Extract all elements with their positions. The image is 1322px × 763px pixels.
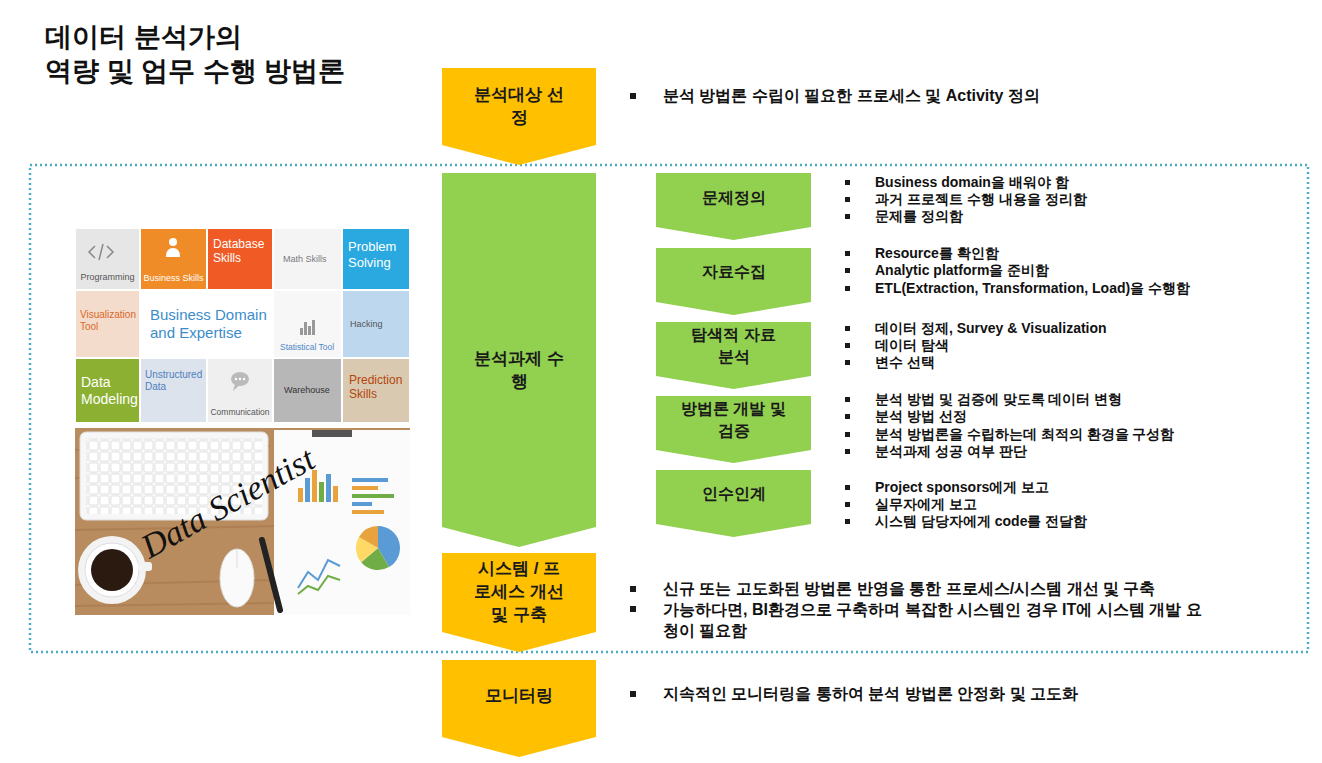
tile-label: Statistical Tool (280, 342, 334, 352)
step-label: 인수인계 (672, 483, 796, 505)
chevron-fill (656, 396, 811, 463)
tile-label: Prediction Skills (349, 373, 407, 402)
bullet-text: Business domain을 배워야 함 (875, 174, 1069, 191)
chevron-fill (656, 173, 811, 240)
chevron-fill (442, 173, 596, 547)
bullet-text: 데이터 탐색 (875, 337, 949, 354)
desk-photo (75, 428, 410, 615)
step-label: 분석과제 수행 (474, 347, 564, 393)
chevron-label-wrap: 탐색적 자료분석 (656, 324, 811, 368)
chevron-label-wrap: 방법론 개발 및 검증 (656, 398, 811, 442)
chevron-label-wrap: 분석대상 선정 (442, 83, 596, 129)
chevron-fill (442, 660, 596, 757)
tile-label: Unstructured Data (145, 369, 204, 393)
bullet-text: Analytic platform을 준비함 (875, 262, 1049, 279)
step-label: 자료수집 (672, 261, 796, 283)
stage-chevron: 분석과제 수행 (442, 173, 596, 547)
dotted-region (30, 165, 1308, 652)
bullet-text: ETL(Extraction, Transformation, Load)을 수… (875, 280, 1190, 297)
skill-tile: Communication (207, 358, 273, 423)
bullet-text: Resource를 확인함 (875, 245, 999, 262)
skill-tile: Math Skills (273, 228, 342, 290)
bullet-text: 과거 프로젝트 수행 내용을 정리함 (875, 191, 1087, 208)
bullet-text: 분석 방법론 수립이 필요한 프로세스 및 Activity 정의 (663, 86, 1040, 106)
bullet-text: 실무자에게 보고 (875, 496, 977, 513)
stage-chevron: 시스템 / 프로세스 개선 및 구축 (442, 553, 596, 652)
bullet-text: 가능하다면, BI환경으로 구축하며 복잡한 시스템인 경우 IT에 시스템 개… (663, 599, 1203, 641)
step-label: 탐색적 자료분석 (686, 324, 782, 368)
chevron-fill (442, 68, 596, 165)
tile-label: Business Skills (143, 273, 203, 284)
photo-caption: Data Scientist (134, 439, 321, 567)
step-chevron: 방법론 개발 및 검증 (656, 396, 811, 463)
skill-tile: Visualization Tool (75, 290, 140, 358)
chevron-shape (656, 173, 811, 240)
bullet-text: 변수 선택 (875, 354, 935, 371)
chevron-label-wrap: 분석과제 수행 (442, 347, 596, 393)
tile-label: Problem Solving (348, 239, 406, 270)
bullet-text: 신규 또는 고도화된 방법론 반영을 통한 프로세스/시스템 개선 및 구축 (663, 579, 1155, 599)
skill-tile: Prediction Skills (342, 358, 410, 423)
title-block: 데이터 분석가의 역량 및 업무 수행 방법론 (14, 20, 374, 88)
step-chevron: 인수인계 (656, 470, 811, 537)
bar-icon (300, 320, 315, 335)
code-icon (89, 244, 113, 260)
step-chevron: 자료수집 (656, 248, 811, 315)
bullet-text: 분석 방법 및 검증에 맞도록 데이터 변형 (875, 391, 1122, 408)
step-label: 문제정의 (672, 187, 796, 209)
speech-bubble-icon (231, 372, 249, 391)
tile-label: Math Skills (283, 254, 327, 265)
title-indent (14, 54, 45, 88)
chevron-fill (442, 553, 596, 652)
chevron-fill (656, 248, 811, 315)
stage-chevron: 모니터링 (442, 660, 596, 757)
bullet-text: 지속적인 모니터링을 통하여 분석 방법론 안정화 및 고도화 (663, 684, 1078, 704)
step-chevron: 문제정의 (656, 173, 811, 240)
chevron-label-wrap: 시스템 / 프로세스 개선 및 구축 (442, 557, 596, 626)
skill-tile: Hacking (342, 290, 410, 358)
step-label: 모니터링 (467, 684, 571, 707)
skill-tile: Warehouse (273, 358, 342, 423)
person-icon (166, 238, 180, 257)
tile-label: Business Domain and Expertise (150, 306, 270, 342)
tile-label: Visualization Tool (80, 309, 137, 333)
bullet-text: 분석 방법 선정 (875, 408, 967, 425)
title-spacer (242, 20, 374, 54)
tile-label: Data Modeling (81, 374, 138, 408)
step-label: 분석대상 선정 (474, 83, 564, 129)
step-label: 방법론 개발 및 검증 (674, 398, 794, 442)
step-label: 시스템 / 프로세스 개선 및 구축 (470, 557, 568, 626)
bullet-text: 분석 방법론을 수립하는데 최적의 환경을 구성함 (875, 426, 1174, 443)
chevron-shape (442, 660, 596, 757)
tile-label: Warehouse (284, 385, 330, 396)
skill-tile: Business Domain and Expertise (140, 290, 273, 358)
chevron-fill (656, 322, 811, 389)
skill-tile: Programming (75, 228, 140, 290)
chevron-label-wrap: 자료수집 (656, 261, 811, 283)
chevron-fill (656, 470, 811, 537)
step-chevron: 탐색적 자료분석 (656, 322, 811, 389)
skill-tile: Unstructured Data (140, 358, 207, 423)
bullet-text: Project sponsors에게 보고 (875, 479, 1049, 496)
chevron-label-wrap: 모니터링 (442, 684, 596, 707)
tile-label: Database Skills (213, 237, 268, 266)
skill-tile: Data Modeling (75, 358, 140, 423)
chevron-shape (656, 248, 811, 315)
skill-tile: Database Skills (207, 228, 273, 290)
bullet-text: 시스템 담당자에게 code를 전달함 (875, 513, 1087, 530)
bullet-text: 데이터 정제, Survey & Visualization (875, 320, 1107, 337)
tile-label: Communication (210, 407, 269, 417)
bullet-text: 문제를 정의함 (875, 208, 963, 225)
chevron-shape (656, 470, 811, 537)
title: 데이터 분석가의 역량 및 업무 수행 방법론 (45, 22, 345, 86)
stage-chevron: 분석대상 선정 (442, 68, 596, 165)
skill-tile: Problem Solving (342, 228, 410, 290)
skill-tile: Business Skills (140, 228, 207, 290)
skill-tile: Statistical Tool (273, 290, 342, 358)
bullet-text: 분석과제 성공 여부 판단 (875, 443, 1027, 460)
tile-label: Hacking (350, 319, 383, 330)
chevron-label-wrap: 인수인계 (656, 483, 811, 505)
tile-label: Programming (80, 272, 134, 283)
chevron-label-wrap: 문제정의 (656, 187, 811, 209)
